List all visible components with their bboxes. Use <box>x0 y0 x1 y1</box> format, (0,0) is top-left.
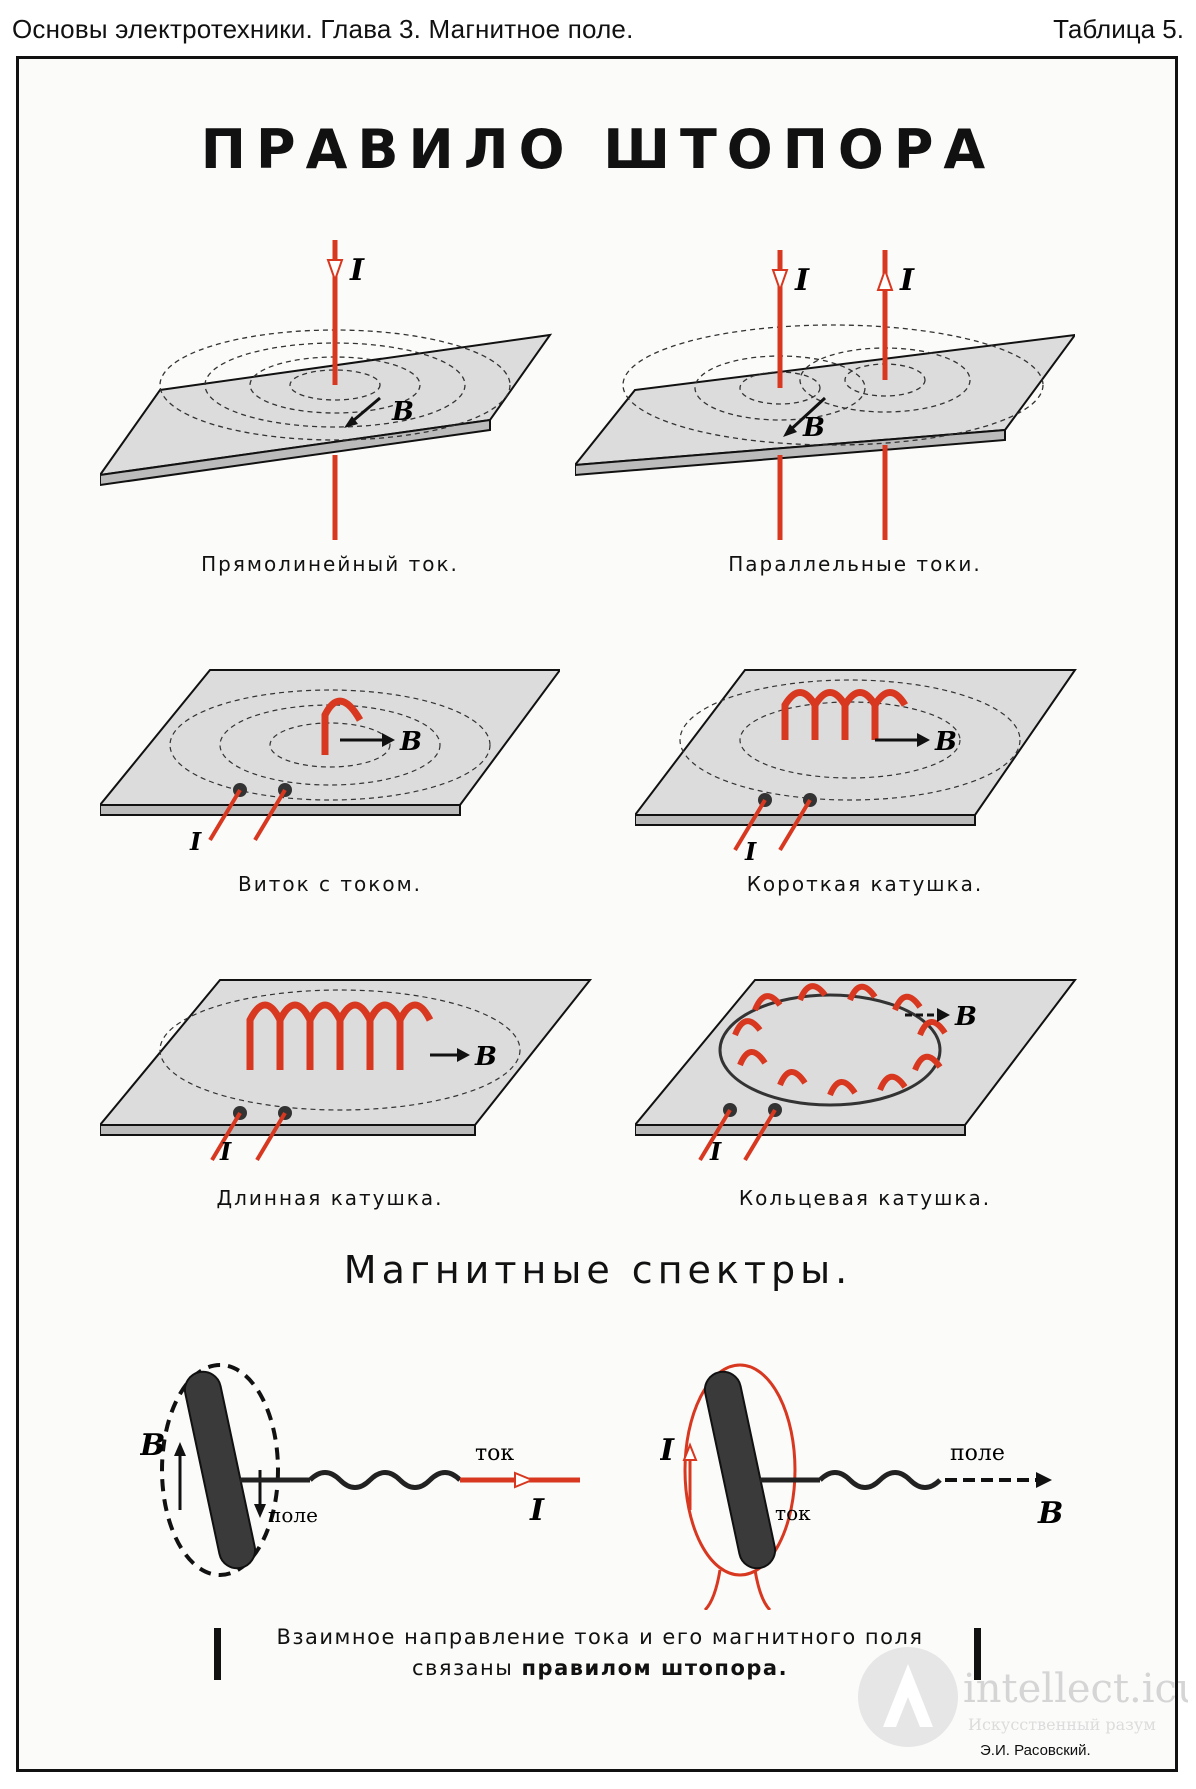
book-chapter-title: Основы электротехники. Глава 3. Магнитно… <box>12 14 634 44</box>
field-label: B <box>934 727 957 757</box>
caption-parallel-currents: Параллельные токи. <box>728 552 982 576</box>
current-label: I <box>744 837 757 860</box>
caption-long-coil: Длинная катушка. <box>216 1186 444 1210</box>
current-label: I <box>349 253 365 288</box>
current-label: I <box>189 827 202 856</box>
short-coil-diagram: B I <box>635 669 1077 860</box>
page-header: Основы электротехники. Глава 3. Магнитно… <box>12 14 1184 48</box>
toroidal-coil-diagram: B I <box>635 979 1078 1165</box>
current-word-label: ток <box>775 1501 811 1525</box>
current-word-label: ток <box>475 1441 514 1466</box>
rule-statement: Взаимное направление тока и его магнитно… <box>210 1622 990 1688</box>
field-vector-label: B <box>140 1428 165 1463</box>
rule-bar-left <box>214 1628 221 1680</box>
field-label: B <box>391 397 414 427</box>
poster-title: ПРАВИЛО ШТОПОРА <box>200 118 996 181</box>
section-subtitle: Магнитные спектры. <box>343 1248 853 1292</box>
current-vector-label: I <box>660 1433 675 1468</box>
author-signature: Э.И. Расовский. <box>980 1742 1091 1759</box>
straight-current-diagram: I B <box>100 240 553 540</box>
current-vector-label: I <box>529 1493 545 1528</box>
caption-current-loop: Виток с током. <box>237 872 423 896</box>
field-label: B <box>474 1042 497 1072</box>
current-label-left: I <box>794 263 810 298</box>
field-vector-label: B <box>1037 1496 1063 1531</box>
current-label: I <box>709 1137 722 1165</box>
parallel-currents-diagram: I I B <box>575 250 1075 540</box>
field-label: B <box>802 413 825 443</box>
long-coil-diagram: B I <box>100 979 593 1165</box>
rule-line-2: связаны правилом штопора. <box>210 1653 990 1684</box>
corkscrew-current-into-diagram: B поле ток I <box>140 1363 580 1577</box>
caption-short-coil: Короткая катушка. <box>746 872 984 896</box>
field-word-label: поле <box>268 1503 318 1527</box>
field-label: B <box>954 1002 977 1032</box>
watermark-subtext: Искусственный разум <box>968 1715 1156 1734</box>
rule-bar-right <box>974 1628 981 1680</box>
current-label-right: I <box>899 263 915 298</box>
table-number: Таблица 5. <box>1053 14 1184 44</box>
current-loop-diagram: B I <box>100 669 560 856</box>
rule-line-1: Взаимное направление тока и его магнитно… <box>276 1625 924 1649</box>
caption-toroidal-coil: Кольцевая катушка. <box>738 1186 992 1210</box>
field-label: B <box>399 727 422 757</box>
rule-line-2-bold: правилом штопора. <box>521 1656 789 1680</box>
corkscrew-field-out-diagram: I ток поле B <box>660 1363 1063 1610</box>
caption-straight-current: Прямолинейный ток. <box>201 552 459 576</box>
watermark-text: intellect.icu <box>963 1666 1188 1712</box>
current-label: I <box>219 1137 232 1165</box>
watermark-logo: intellect.icu Искусственный разум <box>858 1647 1188 1747</box>
field-word-label: поле <box>950 1441 1005 1466</box>
rule-line-2-normal: связаны <box>411 1656 514 1680</box>
